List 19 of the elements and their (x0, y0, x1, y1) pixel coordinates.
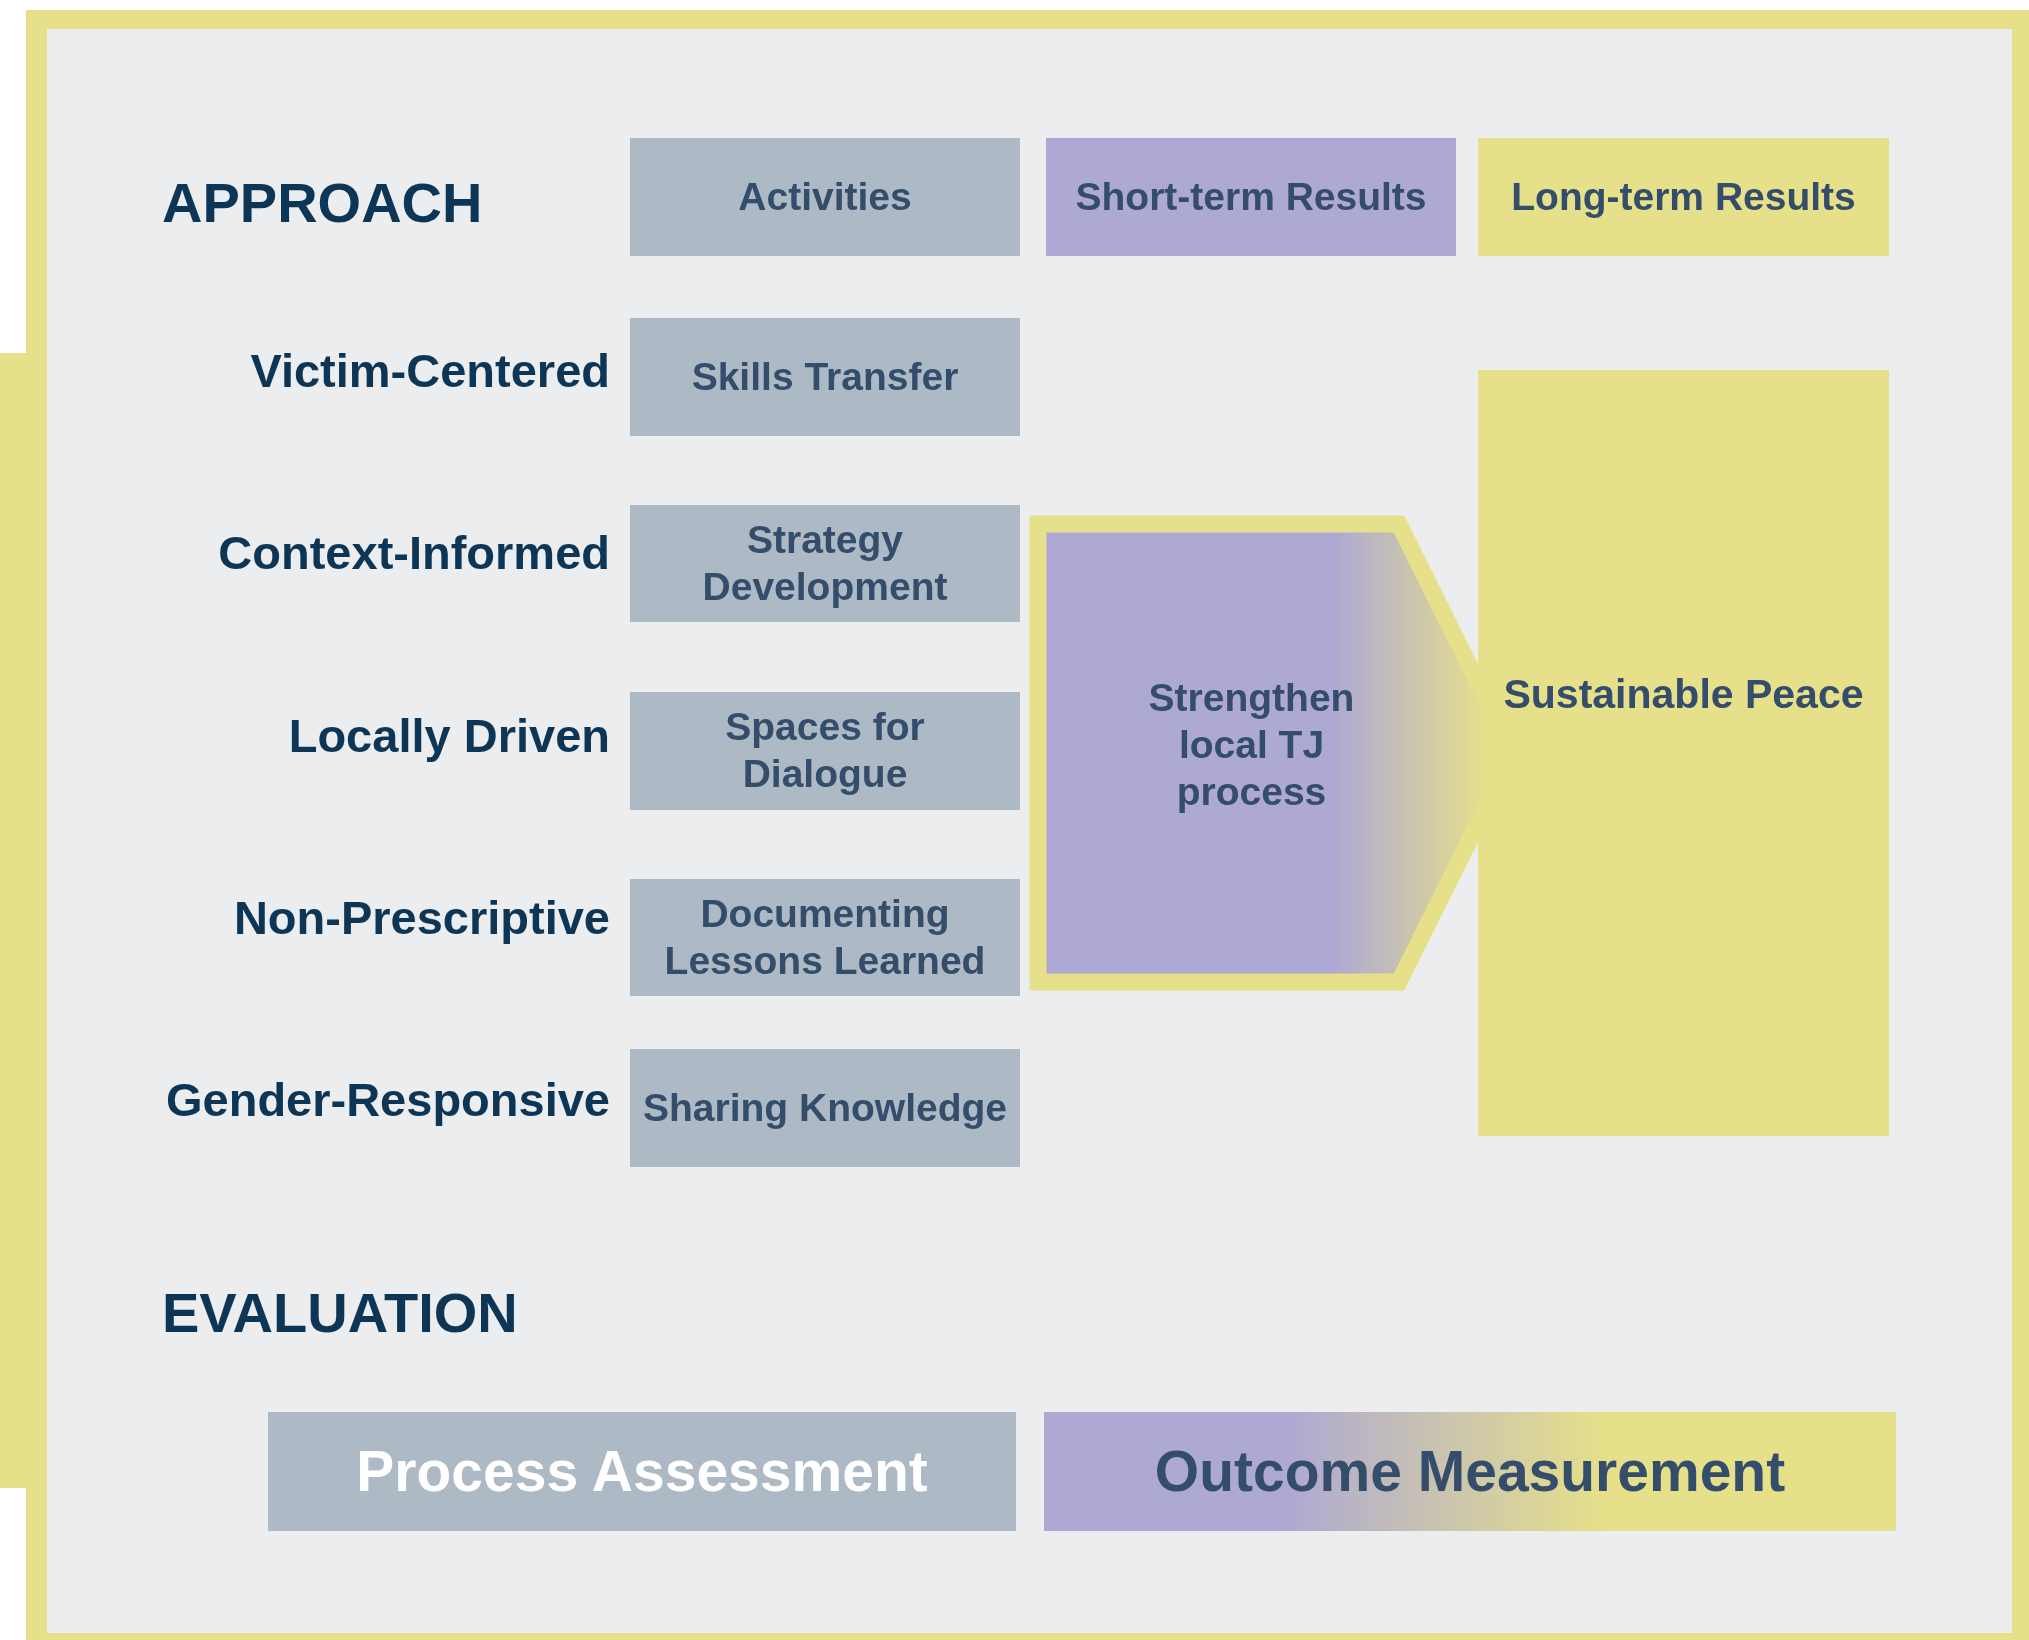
section-heading: EVALUATION (162, 1280, 518, 1345)
evaluation-bar: Process Assessment (268, 1412, 1016, 1531)
principle-label: Context-Informed (218, 525, 610, 580)
principle-label: Gender-Responsive (165, 1072, 610, 1127)
activity-box: Documenting Lessons Learned (630, 879, 1020, 996)
result-header: Short-term Results (1046, 138, 1456, 256)
result-header: Long-term Results (1478, 138, 1889, 256)
result-box: Sustainable Peace (1478, 370, 1889, 1136)
activity-box: Activities (630, 138, 1020, 256)
section-heading: APPROACH (162, 170, 483, 235)
activity-box: Spaces for Dialogue (630, 692, 1020, 810)
box-label: Strengthen local TJ process (1147, 675, 1356, 815)
activity-box: Sharing Knowledge (630, 1049, 1020, 1167)
activity-box: Strategy Development (630, 505, 1020, 622)
principle-label: Non-Prescriptive (233, 890, 610, 945)
principle-label: Victim-Centered (250, 343, 610, 398)
evaluation-bar: Outcome Measurement (1044, 1412, 1896, 1531)
activity-box: Skills Transfer (630, 318, 1020, 436)
principle-label: Locally Driven (288, 708, 610, 763)
